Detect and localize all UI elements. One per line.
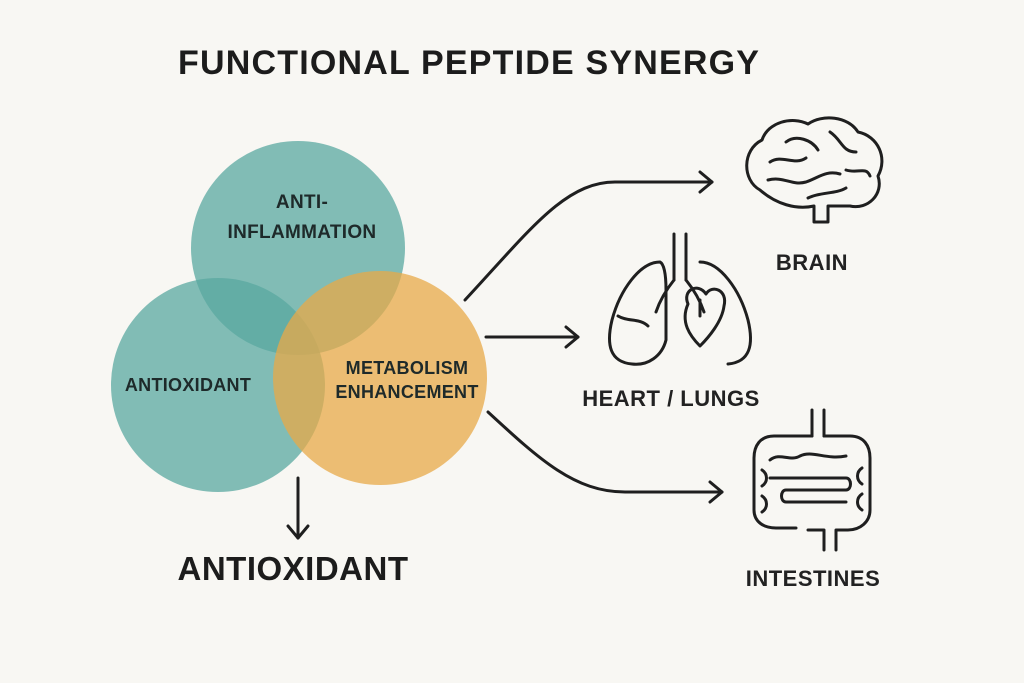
circle-antioxidant [111,278,325,492]
label-intestines: INTESTINES [745,566,881,591]
label-metabolism-line1: METABOLISM [345,358,469,378]
diagram-title: FUNCTIONAL PEPTIDE SYNERGY [178,44,761,82]
label-brain: BRAIN [775,250,849,275]
label-antioxidant-circle: ANTIOXIDANT [124,375,252,395]
label-anti-inflammation-line2: INFLAMMATION [227,222,377,243]
organ-arrows [286,170,724,540]
circle-metabolism [273,271,487,485]
label-antioxidant-result: ANTIOXIDANT [177,550,409,587]
intestines-icon [752,408,872,552]
label-heart-lungs: HEART / LUNGS [582,386,760,411]
label-anti-inflammation-line1: ANTI- [275,192,329,213]
arrow-to-intestines [486,410,724,494]
brain-icon [745,116,884,224]
label-anti-inflammation: ANTI- INFLAMMATION [212,188,392,248]
label-metabolism-line2: ENHANCEMENT [335,382,479,402]
venn-diagram [111,141,487,492]
heart-lungs-icon [608,232,752,366]
label-metabolism-enhancement: METABOLISM ENHANCEMENT [322,356,492,404]
arrow-to-brain [463,180,714,302]
